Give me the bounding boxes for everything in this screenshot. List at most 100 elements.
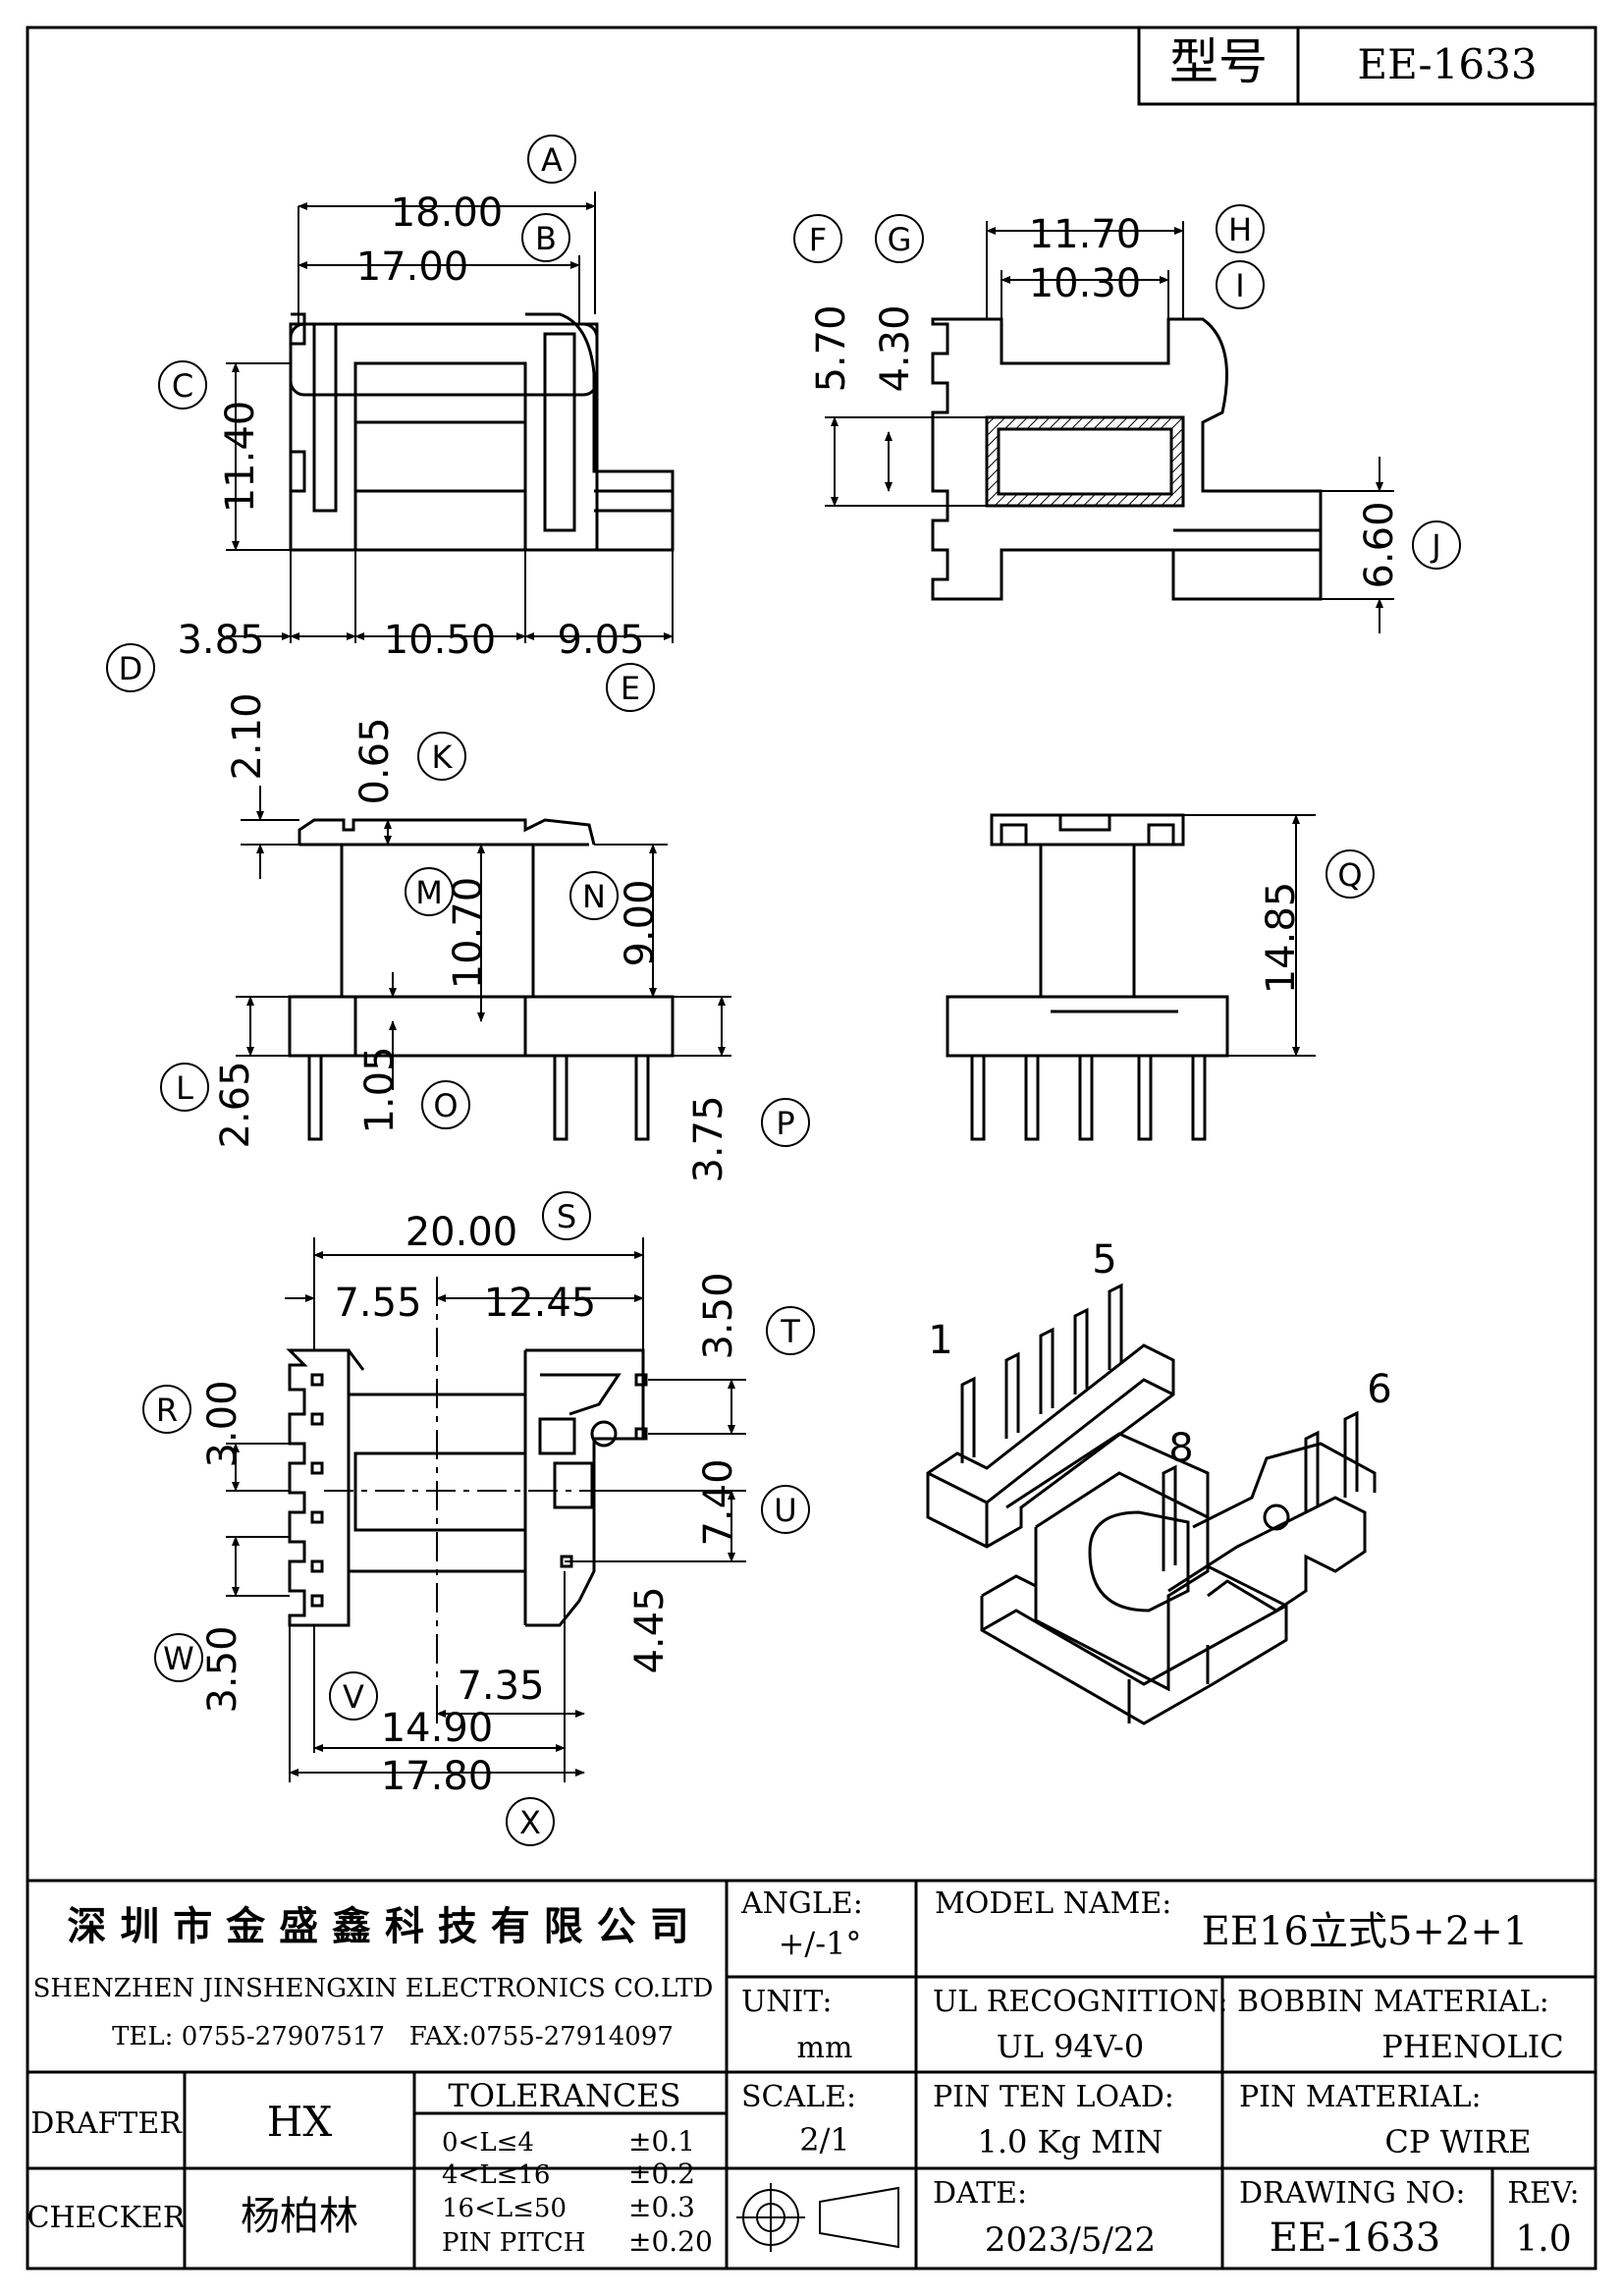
callout-w: W xyxy=(154,1633,203,1682)
checker-value: 杨柏林 xyxy=(241,2194,358,2239)
dim-7-35: 7.35 xyxy=(457,1664,544,1709)
view-top-left xyxy=(289,312,675,552)
svg-text:C: C xyxy=(172,367,193,405)
svg-text:X: X xyxy=(519,1804,541,1841)
callout-x: X xyxy=(506,1797,555,1846)
callout-p: P xyxy=(761,1098,810,1147)
svg-text:I: I xyxy=(1235,267,1244,304)
callout-c: C xyxy=(158,360,207,410)
svg-text:P: P xyxy=(776,1105,794,1142)
drawing-no-value: EE-1633 xyxy=(1270,2215,1440,2261)
dim-14-85: 14.85 xyxy=(1259,882,1304,995)
tolerances-label: TOLERANCES xyxy=(448,2077,680,2114)
company-contact: TEL: 0755-27907517 FAX:0755-27914097 xyxy=(112,2022,674,2051)
title-block xyxy=(27,1879,1596,2269)
ul-label: UL RECOGNITION: xyxy=(933,1985,1228,2019)
tolerance-value-1: ±0.1 xyxy=(628,2125,695,2158)
dim-10-50: 10.50 xyxy=(384,618,497,663)
dim-0-65: 0.65 xyxy=(352,717,398,804)
model-name-label: MODEL NAME: xyxy=(935,1886,1171,1921)
svg-text:R: R xyxy=(156,1392,178,1429)
callout-k: K xyxy=(417,732,466,781)
pin-material-value: CP WIRE xyxy=(1384,2123,1531,2160)
dim-text-top-right: 11.70 10.30 5.70 4.30 6.60 xyxy=(809,212,1402,589)
svg-text:H: H xyxy=(1228,211,1252,248)
checker-label: CHECKER xyxy=(27,2201,187,2235)
dim-4-45: 4.45 xyxy=(627,1586,673,1673)
tolerance-range-4: PIN PITCH xyxy=(442,2228,585,2258)
rev-label: REV: xyxy=(1507,2176,1579,2211)
callout-q: Q xyxy=(1325,849,1375,899)
dim-9-05: 9.05 xyxy=(557,618,644,663)
dims-top-left xyxy=(226,191,674,643)
callout-r: R xyxy=(142,1385,191,1434)
svg-text:O: O xyxy=(433,1087,458,1124)
dim-17-80: 17.80 xyxy=(381,1754,494,1799)
callout-d: D xyxy=(106,643,155,692)
svg-text:G: G xyxy=(888,221,912,258)
dim-text-top-left: 18.00 17.00 11.40 3.85 10.50 9.05 xyxy=(177,191,644,663)
svg-text:T: T xyxy=(780,1313,800,1350)
view-top-right xyxy=(931,317,1323,601)
svg-text:W: W xyxy=(163,1640,194,1677)
dim-1-05: 1.05 xyxy=(357,1046,403,1133)
tolerance-value-4: ±0.20 xyxy=(628,2225,713,2258)
drafter-value: HX xyxy=(267,2098,333,2146)
svg-text:U: U xyxy=(774,1492,796,1529)
tolerance-value-2: ±0.2 xyxy=(628,2158,695,2190)
dim-18-00: 18.00 xyxy=(391,191,504,236)
scale-value: 2/1 xyxy=(799,2121,850,2159)
dim-14-90: 14.90 xyxy=(381,1706,494,1751)
angle-label: ANGLE: xyxy=(740,1886,863,1921)
date-label: DATE: xyxy=(933,2176,1027,2211)
dim-12-45: 12.45 xyxy=(484,1281,597,1326)
tolerance-range-3: 16<L≤50 xyxy=(442,2194,567,2223)
svg-text:S: S xyxy=(557,1198,576,1235)
dim-9-00: 9.00 xyxy=(618,879,663,966)
drawing-no-label: DRAWING NO: xyxy=(1239,2176,1465,2211)
svg-text:A: A xyxy=(541,141,563,179)
dim-text-middle-left: 2.10 0.65 10.70 9.00 2.65 1.05 3.75 xyxy=(213,692,731,1182)
tolerance-range-1: 0<L≤4 xyxy=(442,2128,534,2158)
unit-label: UNIT: xyxy=(741,1985,832,2019)
callout-b: B xyxy=(521,213,570,262)
dim-11-70: 11.70 xyxy=(1029,212,1142,257)
callout-i: I xyxy=(1216,260,1265,309)
pin-number-6: 6 xyxy=(1367,1367,1391,1412)
dim-text-middle-right: 14.85 xyxy=(1259,882,1304,995)
view-lower-left xyxy=(286,1348,648,1627)
dims-middle-left xyxy=(236,786,731,1090)
svg-text:Q: Q xyxy=(1337,856,1362,894)
dim-3-75: 3.75 xyxy=(686,1095,731,1182)
scale-label: SCALE: xyxy=(741,2080,856,2114)
dim-3-85: 3.85 xyxy=(177,618,264,663)
dim-text-lower-left: 20.00 7.55 12.45 3.50 3.00 7.40 4.45 3.5… xyxy=(200,1210,741,1799)
rev-value: 1.0 xyxy=(1515,2219,1571,2260)
dims-top-right xyxy=(825,221,1394,633)
dim-11-40: 11.40 xyxy=(218,401,263,514)
title-block-text: 深 圳 市 金 盛 鑫 科 技 有 限 公 司 SHENZHEN JINSHEN… xyxy=(27,1886,1580,2261)
svg-text:E: E xyxy=(621,670,640,707)
bobbin-value: PHENOLIC xyxy=(1381,2028,1563,2065)
dims-middle-right xyxy=(1183,814,1316,1057)
angle-value: +/-1° xyxy=(779,1925,862,1962)
sheet-border xyxy=(26,26,1597,2270)
callout-e: E xyxy=(606,663,655,712)
pin-load-value: 1.0 Kg MIN xyxy=(977,2123,1163,2160)
callout-s: S xyxy=(542,1191,591,1240)
dim-20-00: 20.00 xyxy=(406,1210,518,1255)
svg-text:D: D xyxy=(119,650,143,687)
drafter-label: DRAFTER xyxy=(30,2106,183,2141)
pin-load-label: PIN TEN LOAD: xyxy=(933,2080,1174,2114)
dim-7-55: 7.55 xyxy=(334,1281,421,1326)
dim-17-00: 17.00 xyxy=(356,245,469,290)
bobbin-label: BOBBIN MATERIAL: xyxy=(1237,1985,1549,2019)
callout-a: A xyxy=(527,135,576,184)
callout-g: G xyxy=(875,214,924,263)
view-lower-left-centerlines xyxy=(324,1277,668,1704)
tolerance-range-2: 4<L≤16 xyxy=(442,2160,550,2190)
tolerance-value-3: ±0.3 xyxy=(628,2191,695,2223)
callout-f: F xyxy=(793,214,842,263)
svg-text:J: J xyxy=(1430,527,1440,565)
